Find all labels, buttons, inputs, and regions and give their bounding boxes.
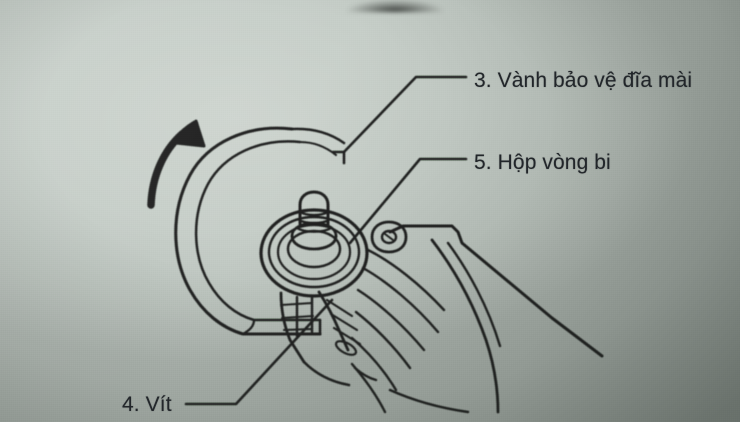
leader-line-3 <box>331 75 468 165</box>
callout-label-4: 4. Vít <box>122 393 172 416</box>
spindle-bolt <box>290 190 338 251</box>
disc-guard <box>174 126 346 336</box>
gear-case-body <box>350 220 604 414</box>
rotation-direction-arrow <box>147 119 206 209</box>
gear-case-lower-mechanism <box>279 290 378 387</box>
callout-label-5: 5. Hộp vòng bi <box>474 151 611 174</box>
callout-label-3: 3. Vành bảo vệ đĩa mài <box>474 69 693 92</box>
leader-line-5 <box>348 157 468 245</box>
scan-smudge <box>345 0 445 12</box>
leader-line-4 <box>184 298 334 406</box>
